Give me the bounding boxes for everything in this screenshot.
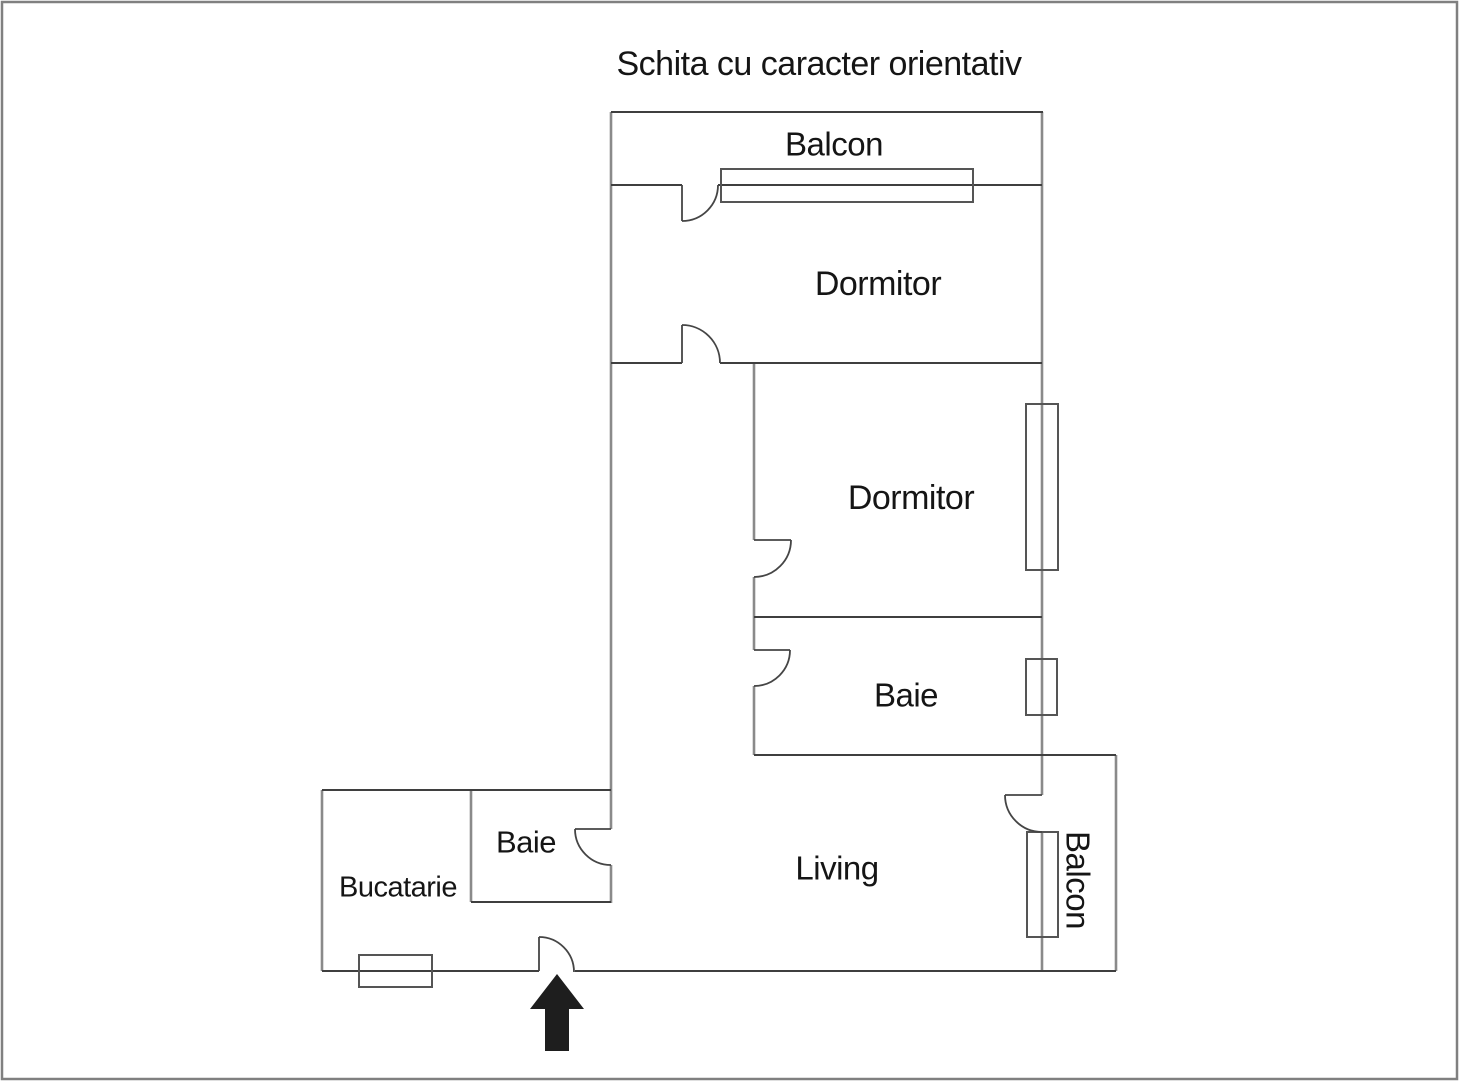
- dormitor1-door: [681, 324, 721, 364]
- baie-door: [753, 649, 791, 687]
- baie-small-door: [574, 828, 612, 866]
- balcony-door: [681, 184, 719, 222]
- room-label-living: Living: [795, 849, 879, 887]
- room-label-balcon-top: Balcon: [785, 125, 883, 163]
- entrance-door: [538, 936, 575, 973]
- room-label-dormitor-2: Dormitor: [847, 479, 975, 517]
- dormitor2-door: [753, 539, 792, 578]
- walls-light: [320, 112, 1118, 971]
- window: [1025, 403, 1059, 571]
- doors: [538, 184, 1043, 973]
- window: [358, 954, 433, 988]
- room-label-bucatarie: Bucatarie: [338, 871, 458, 904]
- window: [1025, 658, 1058, 716]
- living-balcony-door: [1004, 794, 1043, 833]
- entrance-arrow-icon: [530, 974, 584, 1051]
- window: [1026, 831, 1059, 938]
- room-label-baie-small: Baie: [495, 824, 557, 860]
- walls-dark: [322, 111, 1116, 972]
- page-title: Schita cu caracter orientativ: [616, 45, 1022, 83]
- room-label-balcon-right: Balcon: [1059, 831, 1097, 929]
- windows: [358, 168, 1059, 988]
- room-label-dormitor-1: Dormitor: [814, 265, 942, 303]
- window: [720, 168, 974, 203]
- room-label-baie: Baie: [873, 676, 939, 714]
